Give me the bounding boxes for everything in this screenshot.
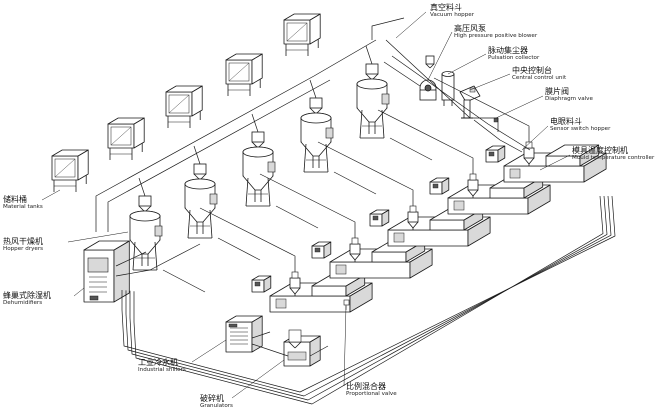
dehumidifiers-en: Dehumidifiers: [3, 300, 43, 306]
diaphragm-valve-zh: 膜片阀: [545, 87, 569, 96]
label-mould-temp: 模具温度控制机 Mould temperature controller: [572, 147, 654, 162]
industrial-chillers-en: Industrial shillers: [138, 367, 186, 373]
label-material-tanks: 储料桶 Material tanks: [3, 196, 43, 211]
label-dehumidifiers: 蜂巢式除湿机 Dehumidifiers: [3, 292, 51, 307]
industrial-chillers-zh: 工业冷水机: [138, 358, 178, 367]
label-granulators: 破碎机 Granulators: [200, 395, 233, 410]
mould-temp-zh: 模具温度控制机: [572, 146, 628, 155]
leader-lines: [41, 11, 571, 399]
label-industrial-chillers: 工业冷水机 Industrial shillers: [138, 359, 186, 374]
hp-blower-en: High pressure positive blower: [454, 33, 538, 39]
dehumidifiers-zh: 蜂巢式除湿机: [3, 291, 51, 300]
hopper-dryers: [129, 63, 390, 271]
label-pulsation-collector: 脉动集尘器 Pulsation collector: [488, 47, 539, 62]
sensor-hopper-zh: 电眼料斗: [550, 117, 582, 126]
vacuum-hopper-en: Vacuum hopper: [430, 12, 475, 18]
dehumidifier: [83, 240, 130, 303]
conveying-pipes: [95, 17, 616, 405]
pulsation-collector-zh: 脉动集尘器: [488, 46, 528, 55]
proportional-valve-en: Proportional valve: [346, 391, 397, 397]
label-central-control: 中央控制台 Central control unit: [512, 67, 566, 82]
proportional-valve-zh: 比例混合器: [346, 382, 386, 391]
label-hopper-dryers: 热风干燥机 Hopper dryers: [3, 238, 43, 253]
central-control-zh: 中央控制台: [512, 66, 552, 75]
chiller-granulator: [225, 315, 321, 367]
hp-blower-zh: 高压风泵: [454, 24, 486, 33]
label-vacuum-hopper: 真空料斗 Vacuum hopper: [430, 4, 474, 19]
sensor-hopper-en: Sensor switch hopper: [550, 126, 611, 132]
label-proportional-valve: 比例混合器 Proportional valve: [346, 383, 397, 398]
granulators-zh: 破碎机: [200, 394, 224, 403]
material-tanks-zh: 储料桶: [3, 195, 27, 204]
central-control-en: Central control unit: [512, 75, 567, 81]
diaphragm-valve-en: Diaphragm valve: [545, 96, 593, 102]
injection-machines: [251, 141, 607, 313]
label-diaphragm-valve: 膜片阀 Diaphragm valve: [545, 88, 593, 103]
hopper-dryers-en: Hopper dryers: [3, 246, 44, 252]
mould-temp-en: Mould temperature controller: [572, 155, 655, 161]
label-hp-blower: 高压风泵 High pressure positive blower: [454, 25, 537, 40]
pulsation-collector-en: Pulsation collector: [488, 55, 540, 61]
hopper-dryers-zh: 热风干燥机: [3, 237, 43, 246]
label-sensor-hopper: 电眼料斗 Sensor switch hopper: [550, 118, 610, 133]
granulators-en: Granulators: [200, 403, 233, 409]
material-tanks-en: Material tanks: [3, 204, 43, 210]
material-tanks: [51, 13, 321, 192]
vacuum-hopper-zh: 真空料斗: [430, 3, 462, 12]
blower-collector-control: [419, 55, 499, 123]
